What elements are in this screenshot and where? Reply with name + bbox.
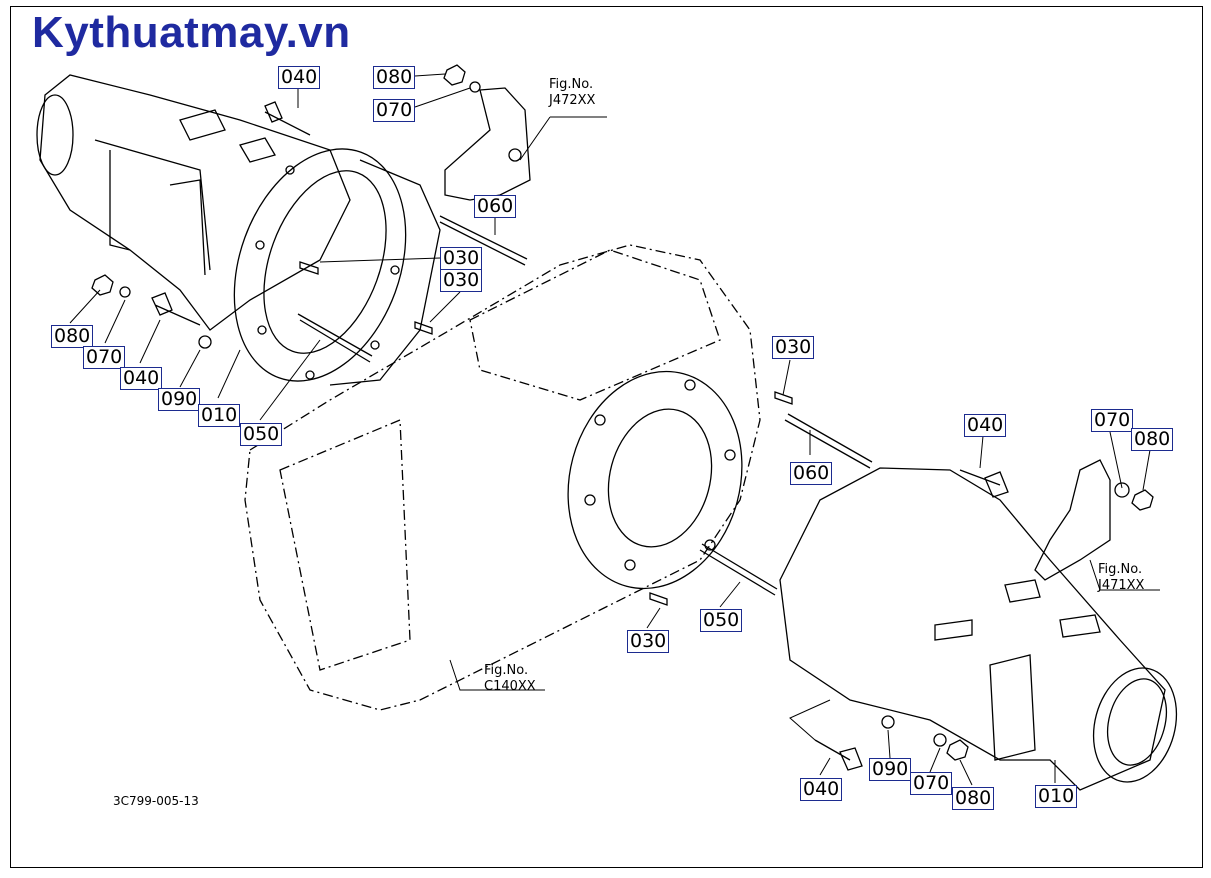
callout-080[interactable]: 080: [51, 325, 94, 348]
left-bracket: [444, 87, 531, 201]
left-flange-ring: [233, 148, 441, 386]
callout-050[interactable]: 050: [700, 609, 743, 632]
callout-090[interactable]: 090: [869, 758, 912, 781]
callout-030[interactable]: 030: [440, 247, 483, 270]
fig-ref-number: J472XX: [549, 93, 596, 108]
callout-050[interactable]: 050: [240, 423, 283, 446]
fig-ref-number: C140XX: [484, 679, 536, 694]
center-transmission-case: [244, 244, 761, 711]
callout-060[interactable]: 060: [474, 195, 517, 218]
fig-ref-label: Fig.No.: [484, 663, 529, 678]
callout-080[interactable]: 080: [1131, 428, 1174, 451]
callout-070[interactable]: 070: [373, 99, 416, 122]
callout-080[interactable]: 080: [373, 66, 416, 89]
dowels: [299, 261, 793, 606]
fig-ref-c140xx[interactable]: Fig.No. C140XX: [484, 663, 536, 695]
callout-040[interactable]: 040: [800, 778, 843, 801]
callout-080[interactable]: 080: [952, 787, 995, 810]
fig-ref-label: Fig.No.: [1098, 562, 1143, 577]
bolts: [151, 101, 1009, 771]
fig-ref-label: Fig.No.: [549, 77, 594, 92]
callout-040[interactable]: 040: [964, 414, 1007, 437]
left-axle-housing: [36, 74, 351, 331]
callout-070[interactable]: 070: [910, 772, 953, 795]
callout-040[interactable]: 040: [120, 367, 163, 390]
callout-070[interactable]: 070: [1091, 409, 1134, 432]
callout-010[interactable]: 010: [1035, 785, 1078, 808]
callout-030[interactable]: 030: [772, 336, 815, 359]
callout-030[interactable]: 030: [440, 269, 483, 292]
leader-lines: [69, 73, 1160, 786]
callout-060[interactable]: 060: [790, 462, 833, 485]
callout-010[interactable]: 010: [198, 404, 241, 427]
right-axle-housing: [779, 467, 1178, 791]
callout-070[interactable]: 070: [83, 346, 126, 369]
callout-090[interactable]: 090: [158, 388, 201, 411]
drawing-frame: [10, 6, 1203, 868]
right-bracket: [1034, 459, 1111, 581]
callout-030[interactable]: 030: [627, 630, 670, 653]
studs: [297, 215, 873, 596]
fig-ref-j472xx[interactable]: Fig.No. J472XX: [549, 77, 595, 109]
site-watermark: Kythuatmay.vn: [32, 8, 351, 57]
center-flange: [567, 370, 743, 590]
fig-ref-number: J471XX: [1098, 578, 1145, 593]
callout-040[interactable]: 040: [278, 66, 321, 89]
nuts-washers: [91, 64, 1154, 761]
fig-ref-j471xx[interactable]: Fig.No. J471XX: [1098, 562, 1144, 594]
drawing-code: 3C799-005-13: [113, 794, 199, 808]
